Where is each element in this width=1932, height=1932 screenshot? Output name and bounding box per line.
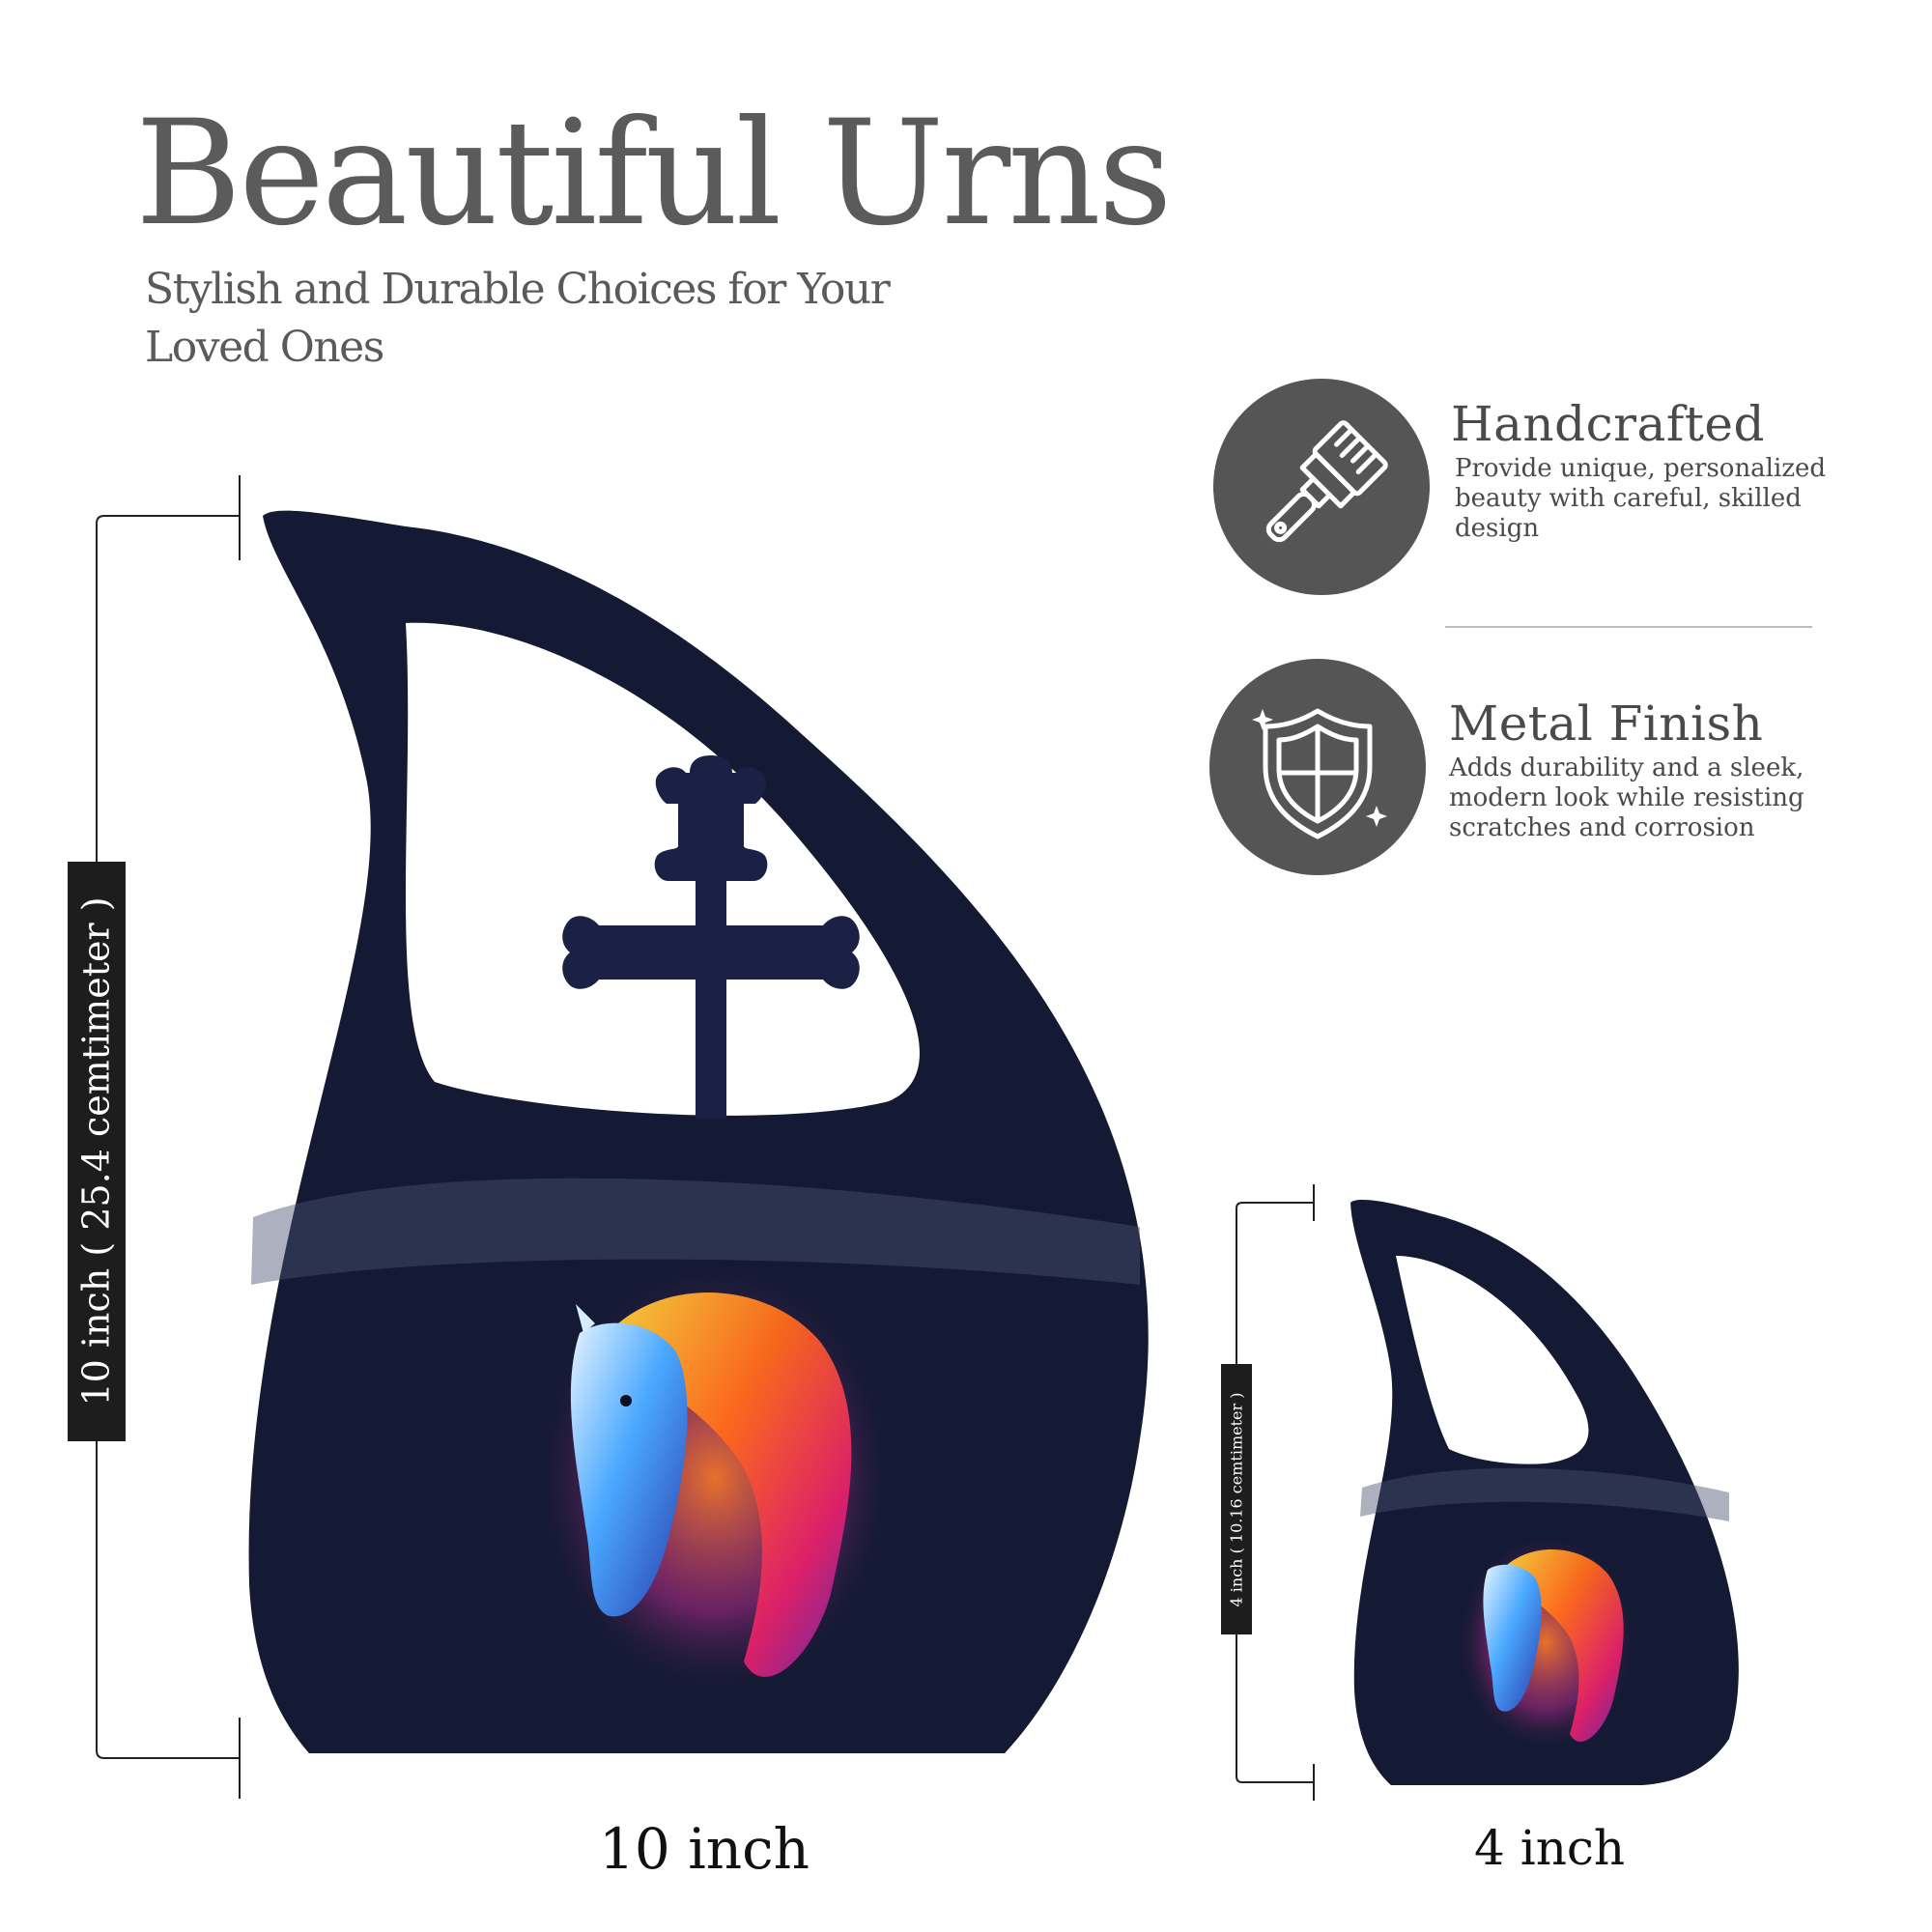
large-height-label: 10 inch ( 25.4 cemtimeter ) [68,862,126,1441]
handcrafted-description: Provide unique, personalized beauty with… [1455,454,1827,543]
metal-finish-title: Metal Finish [1449,696,1764,752]
small-urn [1350,1200,1739,1785]
horse-artwork [531,1256,898,1700]
small-horse-artwork [1454,1531,1637,1753]
small-urn-opening [1396,1256,1589,1464]
shield-icon [1252,708,1387,839]
small-height-label: 4 inch ( 10.16 cemtimeter ) [1221,1364,1252,1634]
large-urn-sheen [251,1178,1140,1285]
metal-finish-description: Adds durability and a sleek, modern look… [1449,753,1804,842]
paint-brush-icon [1265,420,1388,543]
small-urn-sheen [1360,1467,1729,1521]
feature-divider [1445,626,1812,628]
large-urn [248,510,1149,1753]
page-subtitle: Stylish and Durable Choices for Your Lov… [145,265,891,372]
large-width-label: 10 inch [599,1816,810,1882]
cross-icon [562,755,860,1119]
page-title: Beautiful Urns [135,90,1173,258]
handcrafted-title: Handcrafted [1451,396,1766,452]
small-width-label: 4 inch [1474,1820,1626,1876]
handcrafted-badge [1213,379,1430,595]
metal-finish-badge [1209,659,1426,875]
